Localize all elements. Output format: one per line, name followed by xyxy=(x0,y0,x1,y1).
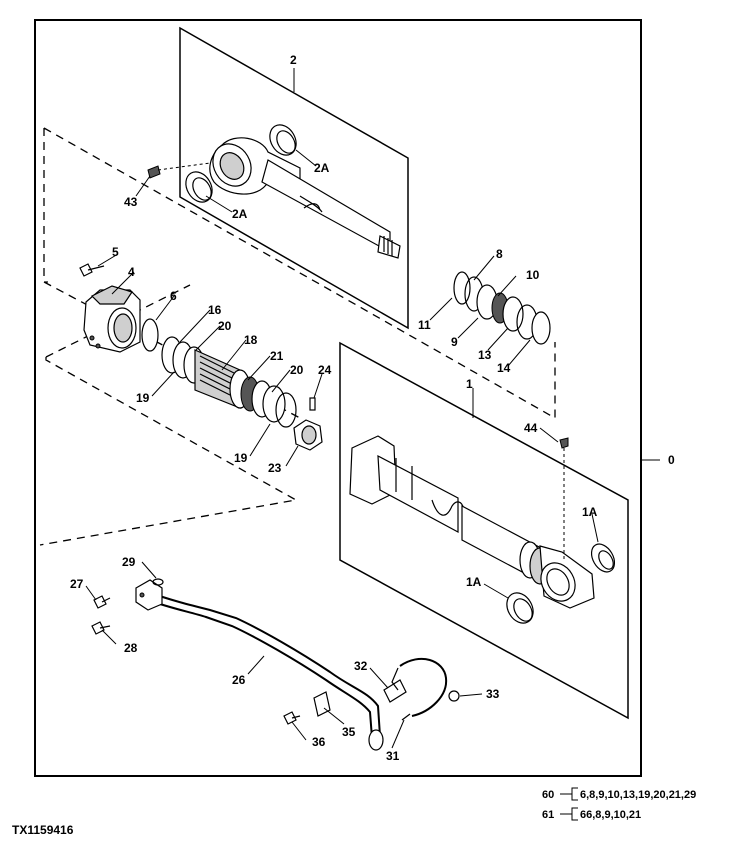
callout-6: 6 xyxy=(170,289,177,303)
callout-23: 23 xyxy=(268,461,282,475)
callout-14: 14 xyxy=(497,361,511,375)
figure-id: TX1159416 xyxy=(12,823,74,837)
callout-28: 28 xyxy=(124,641,138,655)
hydraulic-tube-26 xyxy=(135,579,384,751)
callout-26: 26 xyxy=(232,673,246,687)
callout-18: 18 xyxy=(244,333,258,347)
lock-nut-23 xyxy=(293,419,323,451)
seal-kit-dashed-boundary xyxy=(39,127,556,546)
callout-33: 33 xyxy=(486,687,500,701)
wear-ring-6 xyxy=(141,318,159,352)
barrel-bushing-right xyxy=(590,543,616,573)
callout-29: 29 xyxy=(122,555,136,569)
kit-61-number: 61 xyxy=(542,809,554,821)
cap-screw-36 xyxy=(283,711,301,725)
clamp-32 xyxy=(383,679,407,703)
kit-61-items: 66,8,9,10,21 xyxy=(580,809,641,821)
piston-rod xyxy=(209,137,401,259)
callout-1a-top: 1A xyxy=(582,505,598,519)
callout-24: 24 xyxy=(318,363,332,377)
leader-lines xyxy=(85,68,599,749)
barrel-bushing-left xyxy=(506,592,534,624)
callout-44: 44 xyxy=(524,421,538,435)
cap-screw-5 xyxy=(79,263,105,277)
callout-43: 43 xyxy=(124,195,138,209)
bracket-35 xyxy=(313,691,331,717)
grease-fitting-44 xyxy=(559,437,569,560)
callout-13: 13 xyxy=(478,348,492,362)
callout-2a-top: 2A xyxy=(314,161,330,175)
piston-assembly xyxy=(161,336,297,428)
callout-19b: 19 xyxy=(234,451,248,465)
rod-assembly-box xyxy=(179,26,409,330)
rod-seal-stack xyxy=(453,271,551,345)
callout-35: 35 xyxy=(342,725,356,739)
cylinder-head xyxy=(83,285,141,353)
callout-11: 11 xyxy=(418,318,431,332)
callout-1a-bottom: 1A xyxy=(466,575,482,589)
callout-0: 0 xyxy=(668,453,675,467)
callout-10: 10 xyxy=(526,268,540,282)
callout-31: 31 xyxy=(386,749,400,763)
callout-4: 4 xyxy=(128,265,135,279)
callout-16: 16 xyxy=(208,303,222,317)
clamp-31 xyxy=(391,657,448,721)
o-ring-29 xyxy=(152,578,164,586)
callout-2: 2 xyxy=(290,53,297,67)
callout-2a-bottom: 2A xyxy=(232,207,248,221)
barrel-assembly-box xyxy=(339,341,629,720)
rod-bushing-top xyxy=(269,124,297,156)
cap-screw-28 xyxy=(91,621,111,635)
callout-21: 21 xyxy=(270,349,284,363)
grease-fitting-43 xyxy=(147,162,211,179)
callout-8: 8 xyxy=(496,247,503,261)
callout-9: 9 xyxy=(451,335,458,349)
callout-36: 36 xyxy=(312,735,326,749)
callout-1: 1 xyxy=(466,377,473,391)
set-screw-24 xyxy=(309,397,316,411)
kit-legend: 60 6,8,9,10,13,19,20,21,29 61 66,8,9,10,… xyxy=(542,787,696,821)
cylinder-barrel xyxy=(349,435,595,609)
callout-32: 32 xyxy=(354,659,368,673)
rod-bushing-bottom xyxy=(185,171,213,203)
outer-frame xyxy=(34,19,642,777)
kit-60-number: 60 xyxy=(542,789,554,801)
callout-20b: 20 xyxy=(290,363,304,377)
callout-20a: 20 xyxy=(218,319,232,333)
callout-19a: 19 xyxy=(136,391,150,405)
cap-screw-27 xyxy=(93,595,111,609)
kit-60-items: 6,8,9,10,13,19,20,21,29 xyxy=(580,789,696,801)
nut-33 xyxy=(448,690,460,702)
callout-5: 5 xyxy=(112,245,119,259)
callout-27: 27 xyxy=(70,577,84,591)
